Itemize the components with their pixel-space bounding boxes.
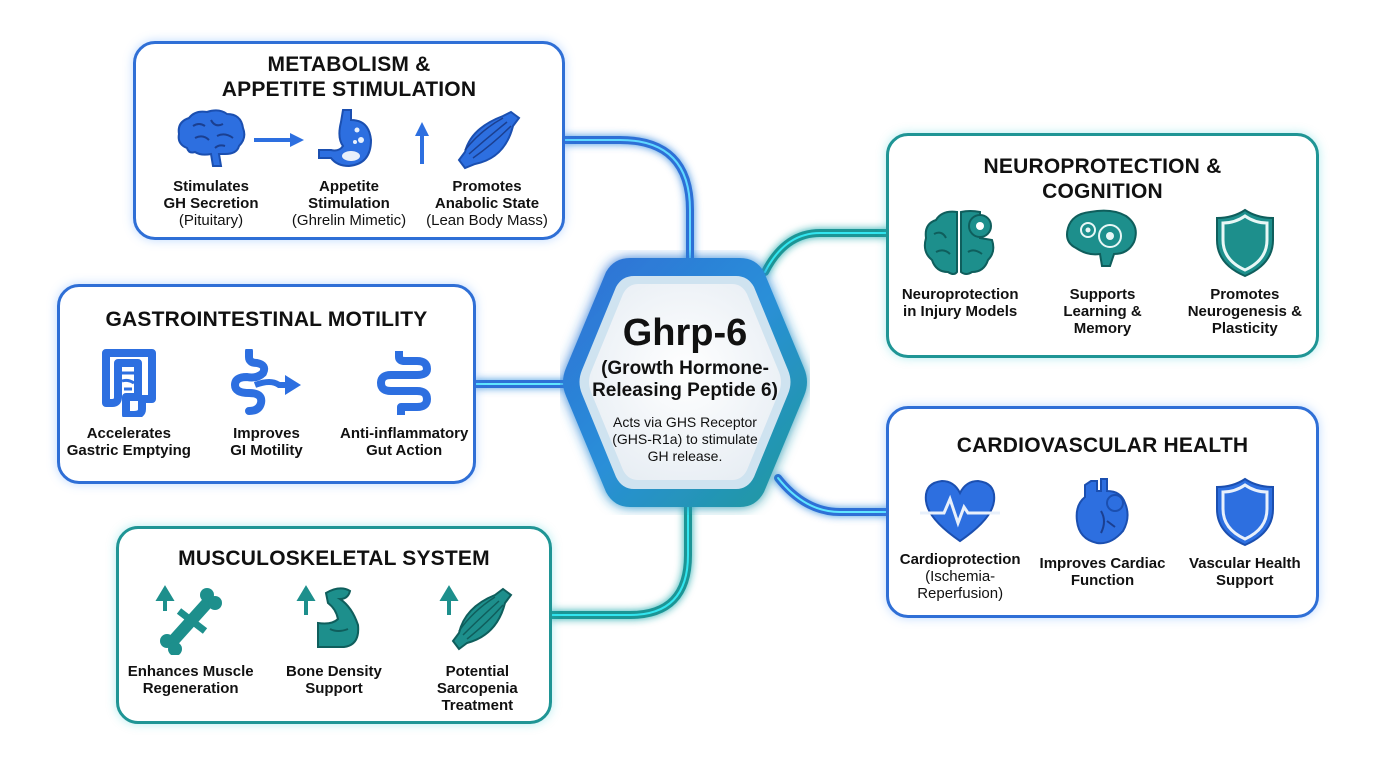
muscle-icon (457, 110, 521, 170)
panel-musculoskeletal: MUSCULOSKELETAL SYSTEM Enhances Muscle R… (116, 526, 552, 724)
panel-title: METABOLISM & APPETITE STIMULATION (221, 53, 477, 101)
item-anabolic: Promotes Anabolic State (Lean Body Mass) (418, 108, 556, 229)
flexed-arm-icon (296, 585, 360, 648)
connector-metabolism (561, 136, 694, 272)
intestine-icon (377, 351, 432, 415)
intestine-arrow-icon (230, 349, 301, 415)
item-anti-inflammatory: Anti-inflammatory Gut Action (335, 349, 473, 459)
panel-neuroprotection: NEUROPROTECTION & COGNITION Neuroprotect… (886, 133, 1319, 358)
bone-icon (155, 585, 222, 655)
item-neurogenesis: Promotes Neurogenesis & Plasticity (1175, 208, 1315, 337)
hub-title: Ghrp-6 (622, 312, 748, 354)
muscle-icon (439, 585, 513, 651)
panel-title: MUSCULOSKELETAL SYSTEM (178, 547, 490, 570)
item-bone-density: Bone Density Support (264, 585, 404, 714)
item-vascular-health: Vascular Health Support (1175, 477, 1315, 602)
right-arrow-icon (254, 133, 304, 147)
panel-title: NEUROPROTECTION & COGNITION (983, 155, 1222, 203)
item-learning-memory: Supports Learning & Memory (1032, 208, 1172, 337)
item-cardiac-function: Improves Cardiac Function (1032, 477, 1172, 602)
hub-subtitle: (Growth Hormone- Releasing Peptide 6) (592, 358, 778, 401)
head-gears-icon (1066, 209, 1138, 267)
central-hub: Ghrp-6 (Growth Hormone- Releasing Peptid… (560, 250, 810, 515)
shield-icon (1215, 477, 1274, 547)
brain-icon (177, 109, 246, 167)
panel-metabolism: METABOLISM & APPETITE STIMULATION Stimul… (133, 41, 565, 240)
heart-pulse-icon (920, 479, 1001, 543)
brain-gear-icon (924, 210, 995, 275)
item-stimulates-gh: Stimulates GH Secretion (Pituitary) (142, 108, 280, 229)
anatomical-heart-icon (1076, 478, 1130, 545)
item-appetite: Appetite Stimulation (Ghrelin Mimetic) (280, 108, 418, 229)
item-gi-motility: Improves GI Motility (198, 349, 336, 459)
hub-inner-face (589, 284, 781, 480)
up-arrow-icon (415, 122, 429, 164)
item-cardioprotection: Cardioprotection (Ischemia- Reperfusion) (890, 477, 1030, 602)
item-gastric-emptying: Accelerates Gastric Emptying (60, 349, 198, 459)
item-muscle-regeneration: Enhances Muscle Regeneration (121, 585, 261, 714)
hub-description: Acts via GHS Receptor (GHS-R1a) to stimu… (612, 414, 758, 464)
panel-title: CARDIOVASCULAR HEALTH (956, 434, 1249, 457)
connector-musculoskeletal (548, 496, 692, 619)
panel-title: GASTROINTESTINAL MOTILITY (105, 308, 428, 331)
item-sarcopenia: Potential Sarcopenia Treatment (407, 585, 547, 714)
panel-cardiovascular: CARDIOVASCULAR HEALTH Cardioprotection (… (886, 406, 1319, 618)
item-neuroprotection-injury: Neuroprotection in Injury Models (890, 208, 1030, 337)
stomach-icon (318, 109, 373, 168)
shield-icon (1215, 208, 1274, 278)
panel-gastrointestinal: GASTROINTESTINAL MOTILITY Accelerates Ga… (57, 284, 476, 484)
colon-icon (101, 349, 156, 417)
